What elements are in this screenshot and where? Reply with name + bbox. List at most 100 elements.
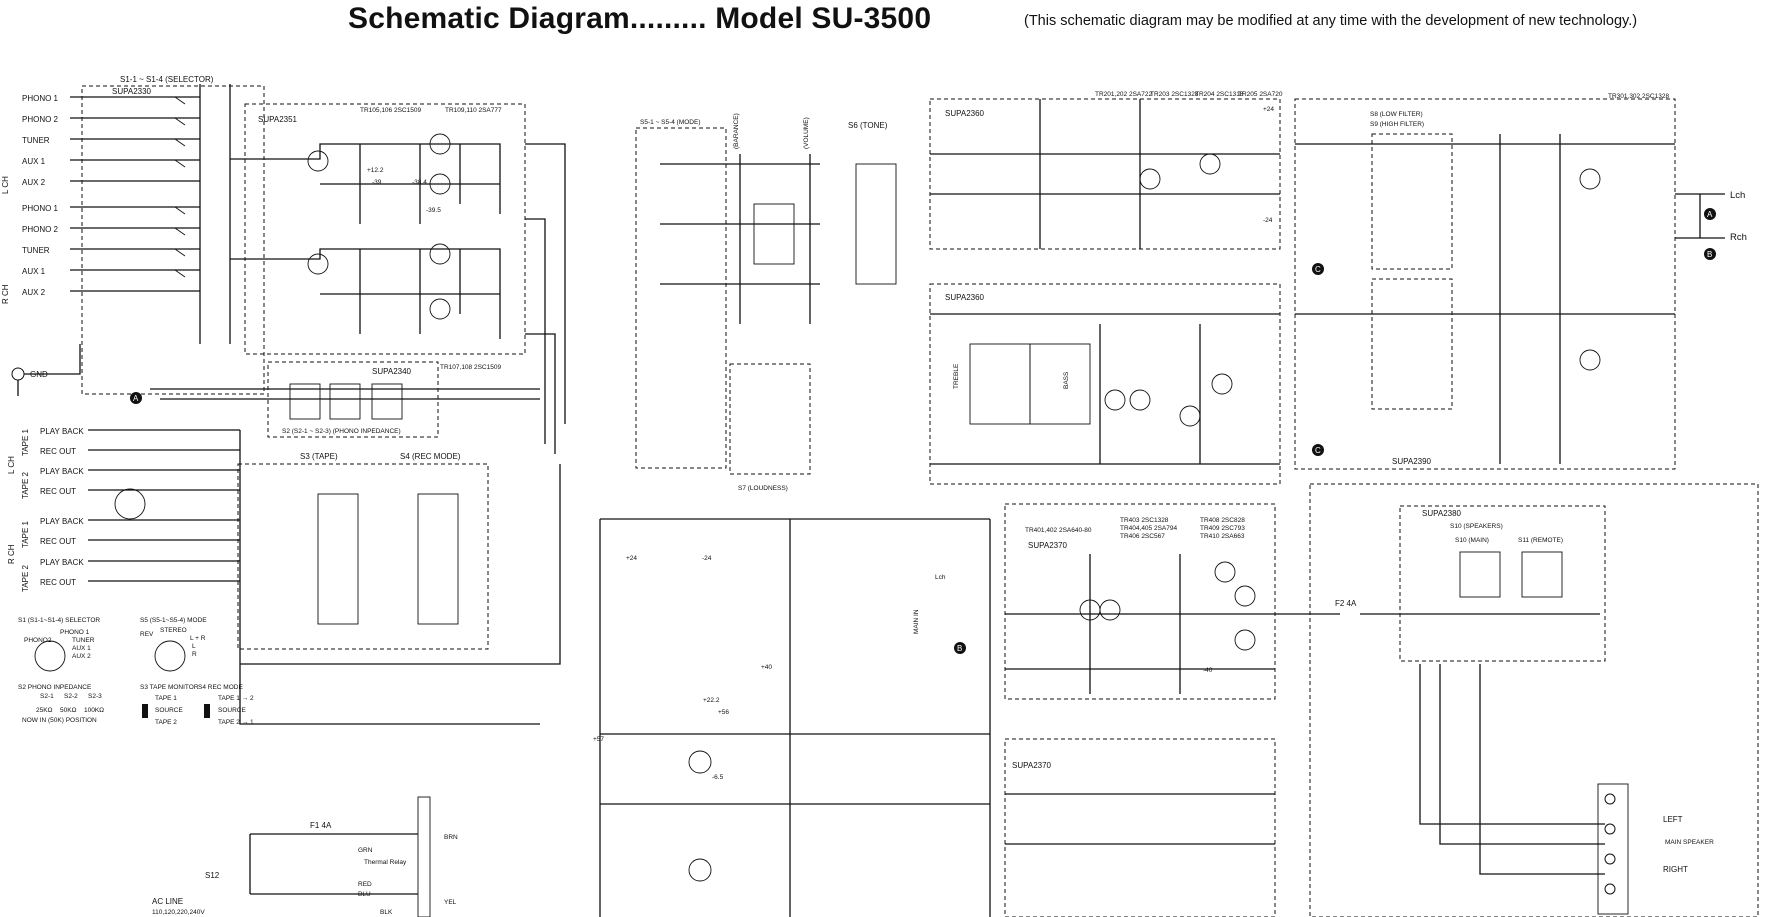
- transistor-symbol: [429, 133, 451, 155]
- impedance-switch: [329, 383, 361, 420]
- legend-selector-title: S1 (S1-1~S1-4) SELECTOR: [18, 617, 100, 624]
- transistor-symbol: [1139, 168, 1161, 190]
- tape-section: L CH R CH TAPE 1 TAPE 2 TAPE 1 TAPE 2 PL…: [7, 427, 561, 725]
- voltage-label: -24: [702, 555, 712, 562]
- power-amp-transistor: TR401,402 2SA640-80: [1025, 527, 1092, 534]
- voltage-label: +24: [626, 555, 637, 562]
- speaker-main-label: S10 (MAIN): [1455, 537, 1489, 544]
- selector-section: S1-1 ~ S1-4 (SELECTOR) SUPA2330 L CH R C…: [1, 75, 265, 396]
- speaker-terminal: [1604, 793, 1616, 805]
- marker-a: [1704, 208, 1716, 220]
- tape-jack-wires: [88, 429, 240, 582]
- voltage-labels: +24 -24 +24 -24 +40 -40 +57 +56 -6.5 +22…: [367, 106, 1274, 781]
- tape-recout: REC OUT: [40, 537, 76, 546]
- treble-pot: [969, 343, 1031, 425]
- tape1-label-l: TAPE 1: [21, 428, 30, 456]
- legend-rec-mode-title: S4 REC MODE: [198, 684, 243, 691]
- tone-section: SUPA2360 TR201,202 2SA722 TR203 2SC1328 …: [929, 91, 1283, 485]
- phono-eq-board: SUPA2351: [258, 115, 298, 124]
- transistor-symbol: [429, 243, 451, 265]
- low-filter-label: S8 (LOW FILTER): [1370, 111, 1423, 118]
- transistor-symbol: [1214, 561, 1236, 583]
- output-wires: [1675, 193, 1725, 239]
- speaker-remote-label: S11 (REMOTE): [1518, 537, 1563, 544]
- filter-board: [1294, 98, 1676, 470]
- lch-input: PHONO 1: [22, 94, 59, 103]
- voltage-label: +57: [593, 736, 604, 743]
- power-amp-board-bottom-label: SUPA2370: [1012, 761, 1052, 770]
- page-title: Schematic Diagram......... Model SU-3500: [348, 2, 932, 35]
- legend-rec-mode-item: TAPE 2 → 1: [218, 719, 254, 726]
- power-amp-board-top: [1004, 503, 1276, 700]
- speaker-section: SUPA2380 S10 (SPEAKERS) S10 (MAIN) S11 (…: [1309, 483, 1759, 917]
- main-in-channel: Lch: [935, 574, 946, 581]
- legend-mode-item: STEREO: [160, 627, 187, 634]
- legend-impedance-title: S2 PHONO INPEDANCE: [18, 684, 92, 691]
- rch-input: PHONO 1: [22, 204, 59, 213]
- selector-bus: [199, 84, 231, 344]
- speaker-terminal: [1604, 853, 1616, 865]
- tape-lch-label: L CH: [7, 456, 16, 474]
- tape-playback: PLAY BACK: [40, 427, 84, 436]
- legend-mode-item: L: [192, 643, 196, 650]
- tape-rch-label: R CH: [7, 544, 16, 564]
- phono-eq-transistors-c: TR107,108 2SC1509: [440, 364, 501, 371]
- switch-legend: S1 (S1-1~S1-4) SELECTOR PHONO 1 PHONO2 T…: [18, 617, 254, 726]
- power-amp-board-top-label: SUPA2370: [1028, 541, 1068, 550]
- mode-switch-outline: [635, 127, 727, 469]
- tape-recout: REC OUT: [40, 447, 76, 456]
- legend-selector-item: PHONO2: [24, 637, 52, 644]
- tape1-label-r: TAPE 1: [21, 520, 30, 548]
- marker-c-label: C: [1315, 265, 1321, 274]
- treble-label: TREBLE: [953, 363, 960, 389]
- filter-section: SUPA2390 TR301,302 2SC1328 S8 (LOW FILTE…: [1294, 93, 1747, 470]
- voltage-label: -39.5: [426, 207, 441, 214]
- legend-mode-item: REV: [140, 631, 154, 638]
- loudness-outline: [729, 363, 811, 475]
- rch-input: AUX 1: [22, 267, 46, 276]
- rec-mode-slider: [204, 704, 210, 718]
- page-subtitle: (This schematic diagram may be modified …: [1024, 13, 1638, 29]
- marker-b: [1704, 248, 1716, 260]
- interconnect-wires: [150, 143, 566, 454]
- marker-b: [954, 642, 966, 654]
- legend-impedance-value: 50KΩ: [60, 707, 77, 714]
- selector-board: SUPA2330: [112, 87, 152, 96]
- speaker-terminal: [1604, 883, 1616, 895]
- impedance-switch: [289, 383, 321, 420]
- speaker-remote-switch: [1521, 551, 1563, 598]
- output-rch: Rch: [1730, 232, 1747, 243]
- rch-input: PHONO 2: [22, 225, 59, 234]
- tone-switch-label: S6 (TONE): [848, 121, 888, 130]
- power-supply-wiring: [599, 518, 991, 917]
- tone-transistor: TR203 2SC1328: [1150, 91, 1199, 98]
- transistor-symbol: [1129, 389, 1151, 411]
- selector-title: S1-1 ~ S1-4 (SELECTOR): [120, 75, 214, 84]
- filter-wiring: [1295, 134, 1675, 464]
- control-section: S5-1 ~ S5-4 (MODE) (BARANCE) (VOLUME) S6…: [635, 113, 897, 492]
- marker-c: [1312, 263, 1324, 275]
- legend-selector-item: AUX 1: [72, 645, 91, 652]
- power-amp-transistor: TR404,405 2SA794: [1120, 525, 1177, 532]
- power-amp-transistor: TR408 2SC828: [1200, 517, 1245, 524]
- voltage-label: +40: [761, 664, 772, 671]
- balance-label: (BARANCE): [733, 113, 740, 149]
- tape2-label-r: TAPE 2: [21, 564, 30, 592]
- power-amp-section: SUPA2370 TR401,402 2SA640-80 TR403 2SC13…: [913, 503, 1405, 917]
- rch-input: AUX 2: [22, 288, 46, 297]
- tone-top-wiring: [930, 99, 1280, 249]
- speaker-board-label: SUPA2380: [1422, 509, 1462, 518]
- marker-a: [130, 392, 142, 404]
- tape-monitor-switch: S3 (TAPE): [300, 452, 338, 461]
- ac-line-wires: [249, 833, 418, 895]
- transistor-symbol: [1579, 168, 1601, 190]
- power-amp-transistor: TR403 2SC1328: [1120, 517, 1169, 524]
- marker-a-label: A: [1707, 210, 1713, 219]
- ground-wire: [17, 344, 81, 396]
- wire-color: YEL: [444, 899, 457, 906]
- phono-impedance-label: S2 (S2-1 ~ S2-3) (PHONO INPEDANCE): [282, 428, 401, 435]
- volume-label: (VOLUME): [803, 117, 810, 149]
- phono-eq-transistors-b: TR109,110 2SA777: [445, 107, 502, 114]
- selector-lch-label: L CH: [1, 176, 10, 194]
- transistor-symbol: [688, 750, 712, 774]
